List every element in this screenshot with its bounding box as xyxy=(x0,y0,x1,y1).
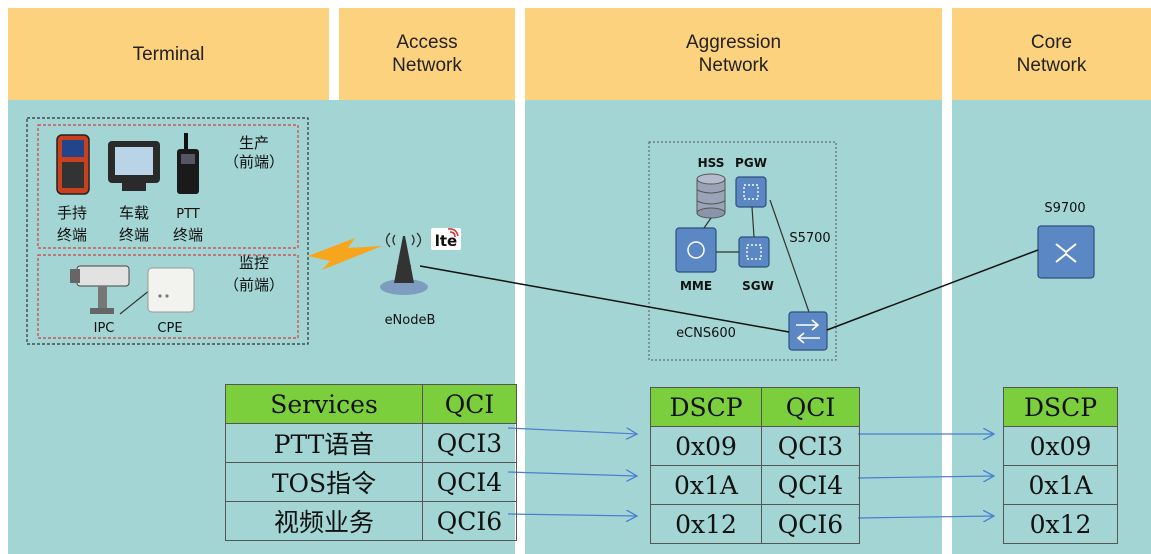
table-row: 0x09 QCI3 xyxy=(650,426,860,466)
core-dscp-table: DSCP 0x09 0x1A 0x12 xyxy=(1003,387,1118,544)
ptt-label-line2: 终端 xyxy=(173,226,203,244)
table-cell: 0x12 xyxy=(650,504,762,544)
cpe-icon xyxy=(147,267,195,313)
aggregation-dscp-table: DSCP QCI 0x09 QCI3 0x1A QCI4 0x12 QCI6 xyxy=(650,387,860,544)
monitoring-label-line1: 监控 xyxy=(239,254,269,272)
table-cell: QCI3 xyxy=(422,423,517,463)
table-row: 0x1A xyxy=(1003,465,1118,505)
table-cell: 0x12 xyxy=(1003,504,1118,544)
arrow-qci6-to-dscp xyxy=(507,514,637,516)
pgw-ecns-link xyxy=(769,199,810,313)
production-group-box xyxy=(37,124,299,249)
lte-badge-icon xyxy=(431,228,461,250)
ecns-s9700-link xyxy=(826,249,1039,331)
table-header-cell: QCI xyxy=(761,387,860,427)
table-cell: QCI6 xyxy=(422,501,517,541)
arrow-qci3-to-dscp xyxy=(507,427,637,434)
pgw-label: PGW xyxy=(735,156,767,170)
enodeb-label: eNodeB xyxy=(385,313,436,328)
sgw-label: SGW xyxy=(742,279,774,293)
ecns600-label: eCNS600 xyxy=(676,326,736,341)
table-row: PTT语音 QCI3 xyxy=(225,423,517,463)
ptt-label-line1: PTT xyxy=(176,207,200,222)
production-label-line1: 生产 xyxy=(239,134,269,152)
table-header-cell: QCI xyxy=(422,384,517,424)
table-row: 0x12 QCI6 xyxy=(650,504,860,544)
ecns600-switch-icon xyxy=(788,311,828,351)
table-row: 0x1A QCI4 xyxy=(650,465,860,505)
hss-database-icon xyxy=(696,173,726,219)
mme-switch-icon xyxy=(675,227,717,273)
table-row: 0x09 xyxy=(1003,426,1118,466)
table-header-cell: DSCP xyxy=(1003,387,1118,427)
table-header-cell: Services xyxy=(225,384,423,424)
vehicle-terminal-icon xyxy=(108,141,160,191)
vehicle-label-line2: 终端 xyxy=(119,226,149,244)
wireless-link-icon xyxy=(308,238,382,270)
sgw-switch-icon xyxy=(738,236,770,268)
table-cell: 0x1A xyxy=(650,465,762,505)
table-row: TOS指令 QCI4 xyxy=(225,462,517,502)
header-aggregation-network: Aggression Network xyxy=(525,8,942,100)
table-cell: QCI4 xyxy=(761,465,860,505)
table-header-cell: DSCP xyxy=(650,387,762,427)
monitoring-group-box xyxy=(37,254,299,339)
ipc-cpe-link xyxy=(119,289,151,315)
core-network-box xyxy=(648,141,837,361)
table-cell: QCI6 xyxy=(761,504,860,544)
table-cell: 0x1A xyxy=(1003,465,1118,505)
enodeb-ecns-link xyxy=(419,265,790,333)
hss-label: HSS xyxy=(698,156,725,170)
table-cell: 视频业务 xyxy=(225,501,423,541)
table-cell: PTT语音 xyxy=(225,423,423,463)
table-cell: QCI4 xyxy=(422,462,517,502)
vehicle-label-line1: 车载 xyxy=(119,204,149,222)
table-cell: 0x09 xyxy=(650,426,762,466)
production-label-line2: （前端） xyxy=(224,153,284,171)
arrow-qci4-to-dscp xyxy=(507,472,637,476)
enodeb-tower-icon xyxy=(380,232,428,295)
lte-badge-label: lte xyxy=(435,232,458,250)
cpe-label: CPE xyxy=(157,321,182,336)
mme-label: MME xyxy=(680,279,712,293)
handheld-label-line2: 终端 xyxy=(57,226,87,244)
arrow-dscp-0x12-to-core xyxy=(857,516,994,518)
table-cell: TOS指令 xyxy=(225,462,423,502)
s5700-label: S5700 xyxy=(789,231,830,246)
table-row: 0x12 xyxy=(1003,504,1118,544)
header-access-network: Access Network xyxy=(339,8,515,100)
pgw-sgw-link xyxy=(751,206,755,238)
terminal-group-box xyxy=(26,117,309,345)
header-core-network: Core Network xyxy=(952,8,1151,100)
handheld-terminal-icon xyxy=(56,134,90,195)
ipc-camera-icon xyxy=(70,265,130,314)
handheld-label-line1: 手持 xyxy=(57,204,87,222)
arrow-dscp-0x1a-to-core xyxy=(857,476,994,478)
access-qci-table: Services QCI PTT语音 QCI3 TOS指令 QCI4 视频业务 … xyxy=(225,384,517,541)
table-header-row: DSCP QCI xyxy=(650,387,860,427)
ipc-label: IPC xyxy=(94,321,115,336)
table-cell: QCI3 xyxy=(761,426,860,466)
table-header-row: Services QCI xyxy=(225,384,517,424)
ptt-terminal-icon xyxy=(177,133,199,194)
hss-mme-link xyxy=(703,217,712,229)
table-row: 视频业务 QCI6 xyxy=(225,501,517,541)
s9700-label: S9700 xyxy=(1044,201,1085,216)
header-terminal: Terminal xyxy=(8,8,329,100)
table-header-row: DSCP xyxy=(1003,387,1118,427)
table-cell: 0x09 xyxy=(1003,426,1118,466)
pgw-switch-icon xyxy=(735,176,767,208)
monitoring-label-line2: （前端） xyxy=(224,276,284,294)
s9700-switch-icon xyxy=(1037,225,1095,279)
